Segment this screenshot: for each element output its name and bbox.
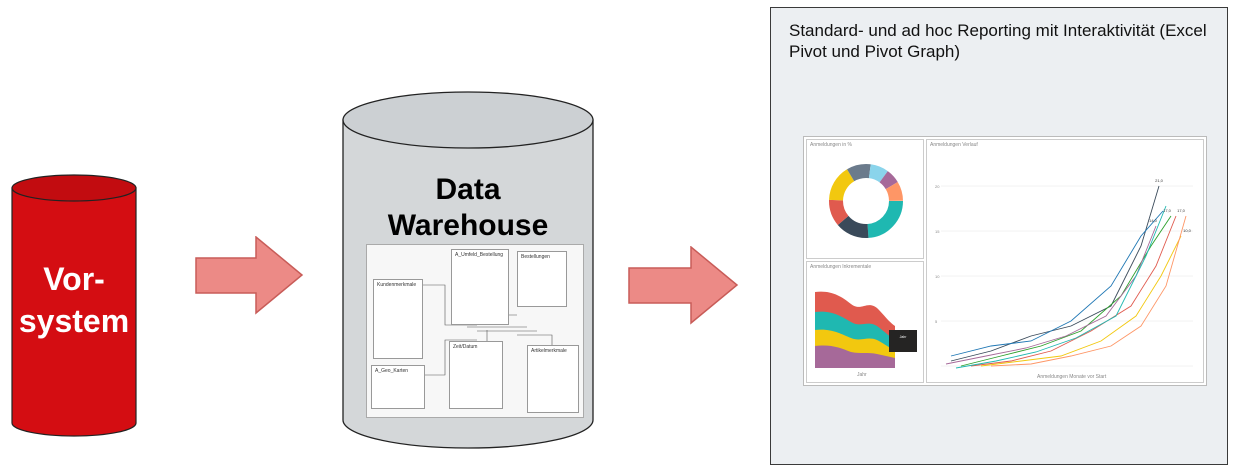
db-table-card: Artikelmerkmale [527,345,579,413]
source-system-label: Vor- system [18,261,130,339]
data-label: 17,0 [1177,208,1186,213]
arrow-right-icon [628,246,739,325]
data-warehouse-label: Data Warehouse [387,173,549,242]
reporting-title: Standard- und ad hoc Reporting mit Inter… [789,21,1207,61]
stream-area-chart: Jahr [815,291,917,368]
y-tick-label: 10 [935,274,940,279]
line-chart-panel: Anmeldungen Verlauf 21,0 17,0 17 [926,139,1204,383]
y-tick-label: 20 [935,184,940,189]
db-table-card: A_Geo_Karten [371,365,425,409]
dashboard-preview: Anmeldungen in % Anmeldungen Inkremental… [803,136,1207,386]
tooltip-text: Jahr [900,335,908,339]
donut-chart-panel: Anmeldungen in % [806,139,924,259]
arrow-right-icon [195,236,304,315]
db-table-card: A_Umfeld_Bestellung [451,249,509,325]
data-label: 17,0 [1163,208,1172,213]
data-label: 10,0 [1183,228,1192,233]
area-chart-panel: Anmeldungen Inkrementale Jahr Jahr [806,261,924,383]
source-system-cylinder [11,174,137,437]
line-chart: 21,0 17,0 17,0 14,0 10,0 20 15 10 5 [935,178,1193,369]
data-label: 21,0 [1155,178,1164,183]
y-tick-label: 15 [935,229,940,234]
db-table-card: Zeit/Datum [449,341,503,409]
y-tick-label: 5 [935,319,938,324]
donut-chart [829,164,903,238]
data-model-diagram: Kundenmerkmale A_Umfeld_Bestellung Beste… [366,244,584,418]
relationship-lines [419,275,553,376]
data-label: 14,0 [1149,218,1158,223]
db-table-card: Kundenmerkmale [373,279,423,359]
db-table-card: Bestellungen [517,251,567,307]
